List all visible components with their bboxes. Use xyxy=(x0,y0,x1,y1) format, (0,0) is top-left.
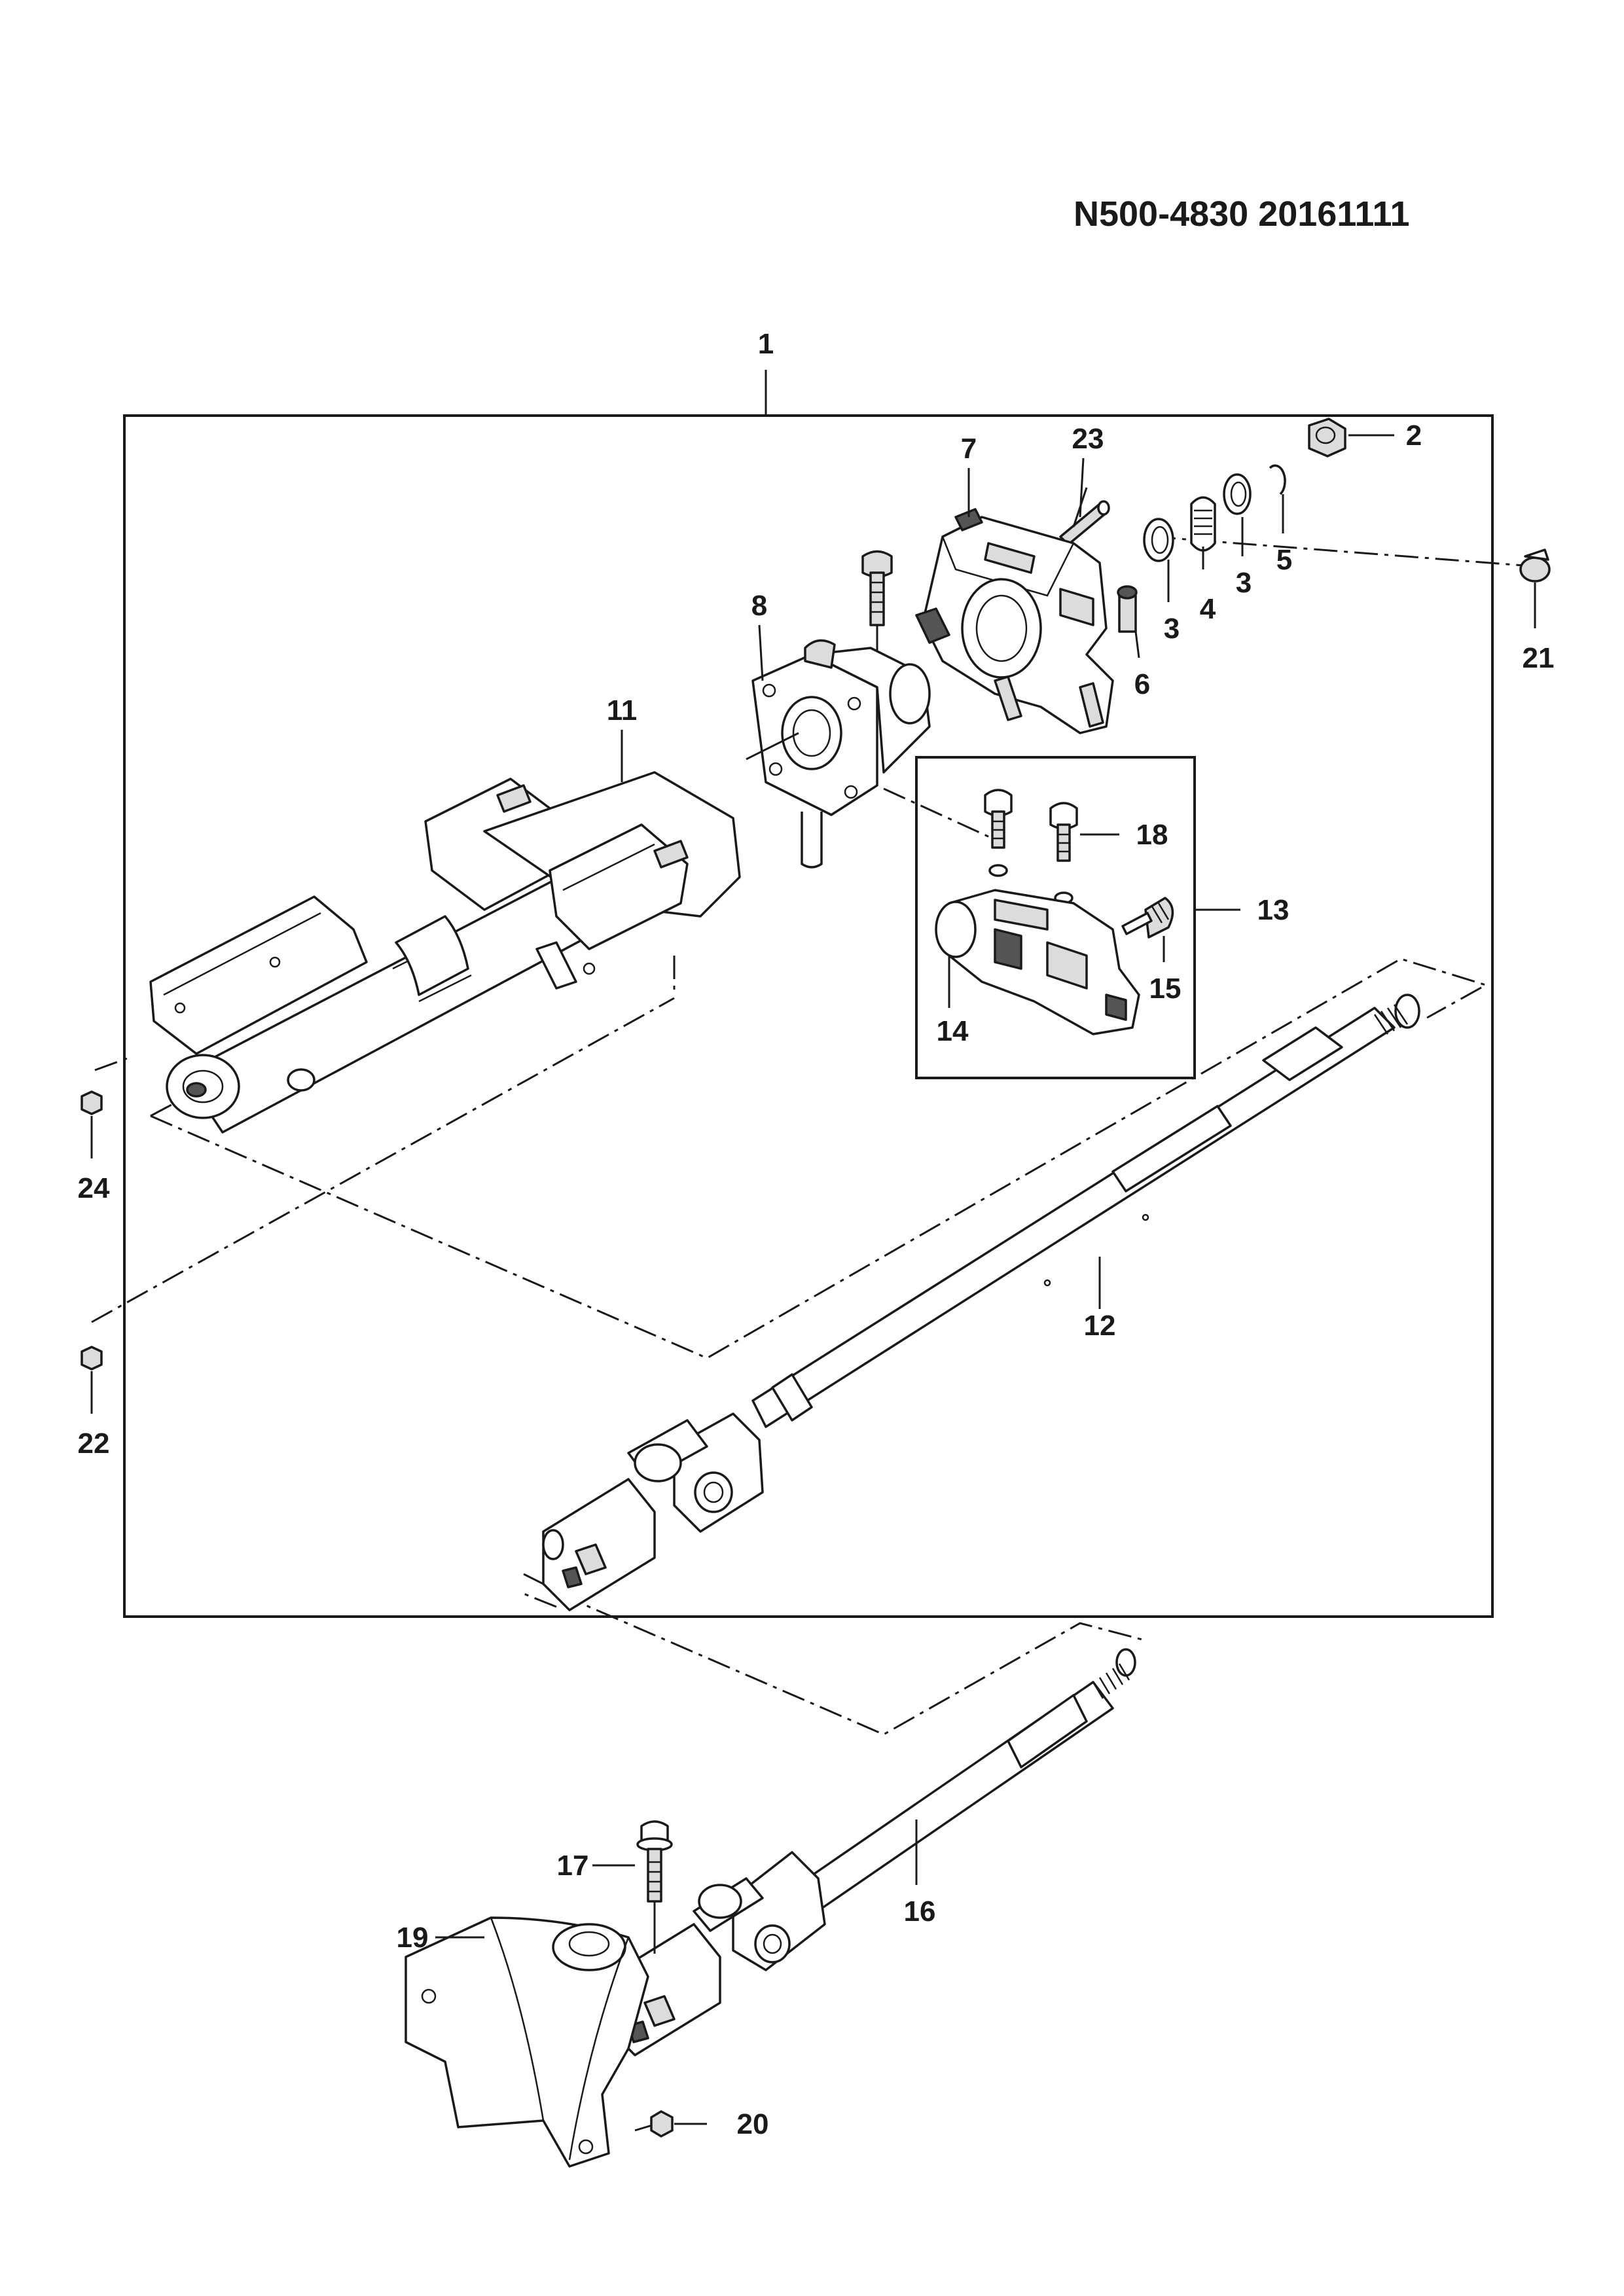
bolt-grey xyxy=(861,550,893,694)
callout-19: 19 xyxy=(397,1922,429,1954)
diagram-title: N500-4830 20161111 xyxy=(1074,194,1410,234)
callout-12: 12 xyxy=(1084,1310,1116,1342)
nut-part-22 xyxy=(81,1346,103,1414)
callout-13: 13 xyxy=(1257,894,1290,926)
callout-3b: 3 xyxy=(1236,567,1252,599)
callout-1: 1 xyxy=(758,328,774,360)
nut-part-24 xyxy=(81,1090,103,1158)
callout-17: 17 xyxy=(557,1850,589,1882)
spring-part-4 xyxy=(1190,496,1216,552)
callout-2: 2 xyxy=(1406,420,1422,452)
callout-7: 7 xyxy=(961,433,977,465)
callout-labels: 1 2 3 4 3 5 6 7 8 11 12 13 14 15 16 17 1… xyxy=(78,328,1555,2140)
callout-8: 8 xyxy=(751,590,767,622)
callout-5: 5 xyxy=(1276,544,1292,576)
callout-24: 24 xyxy=(78,1172,110,1204)
callout-23: 23 xyxy=(1072,423,1104,455)
screw-part-6 xyxy=(1117,585,1138,633)
callout-6: 6 xyxy=(1134,668,1150,700)
callout-16: 16 xyxy=(904,1895,936,1928)
washer-part-3 xyxy=(1143,518,1174,562)
pin-part-23 xyxy=(1059,500,1110,546)
column-tube-part-11 xyxy=(149,771,741,1134)
shaft-part-12 xyxy=(542,994,1420,1611)
callout-15: 15 xyxy=(1149,973,1182,1005)
screw-part-15 xyxy=(1121,897,1174,939)
callout-3a: 3 xyxy=(1164,613,1180,645)
callout-20: 20 xyxy=(737,2108,769,2140)
nut-part-20 xyxy=(650,2110,707,2138)
lower-shaft-part-16 xyxy=(607,1648,1136,2056)
callout-11: 11 xyxy=(607,694,638,726)
subassembly-box-13 xyxy=(915,756,1196,1079)
bolt-part-18b xyxy=(1049,802,1078,905)
callout-18: 18 xyxy=(1136,819,1168,851)
lock-cylinder-part-14 xyxy=(935,889,1140,1035)
bolt-part-18a xyxy=(984,789,1013,877)
bolt-part-17 xyxy=(636,1820,673,1954)
callout-4: 4 xyxy=(1200,593,1216,625)
callout-14: 14 xyxy=(937,1015,969,1047)
callout-21: 21 xyxy=(1523,642,1555,674)
clip-part-21 xyxy=(1519,548,1551,583)
nut-part-2 xyxy=(1308,418,1346,457)
clip-part-5 xyxy=(1269,464,1286,495)
callout-22: 22 xyxy=(78,1427,110,1460)
leader-lines xyxy=(435,434,1536,1939)
boot-part-19 xyxy=(405,1916,649,2168)
bracket-part-8 xyxy=(746,639,931,869)
assembly-frame xyxy=(123,414,1494,1618)
lock-housing-part-7 xyxy=(915,508,1114,734)
washer-part-3b xyxy=(1223,473,1252,515)
